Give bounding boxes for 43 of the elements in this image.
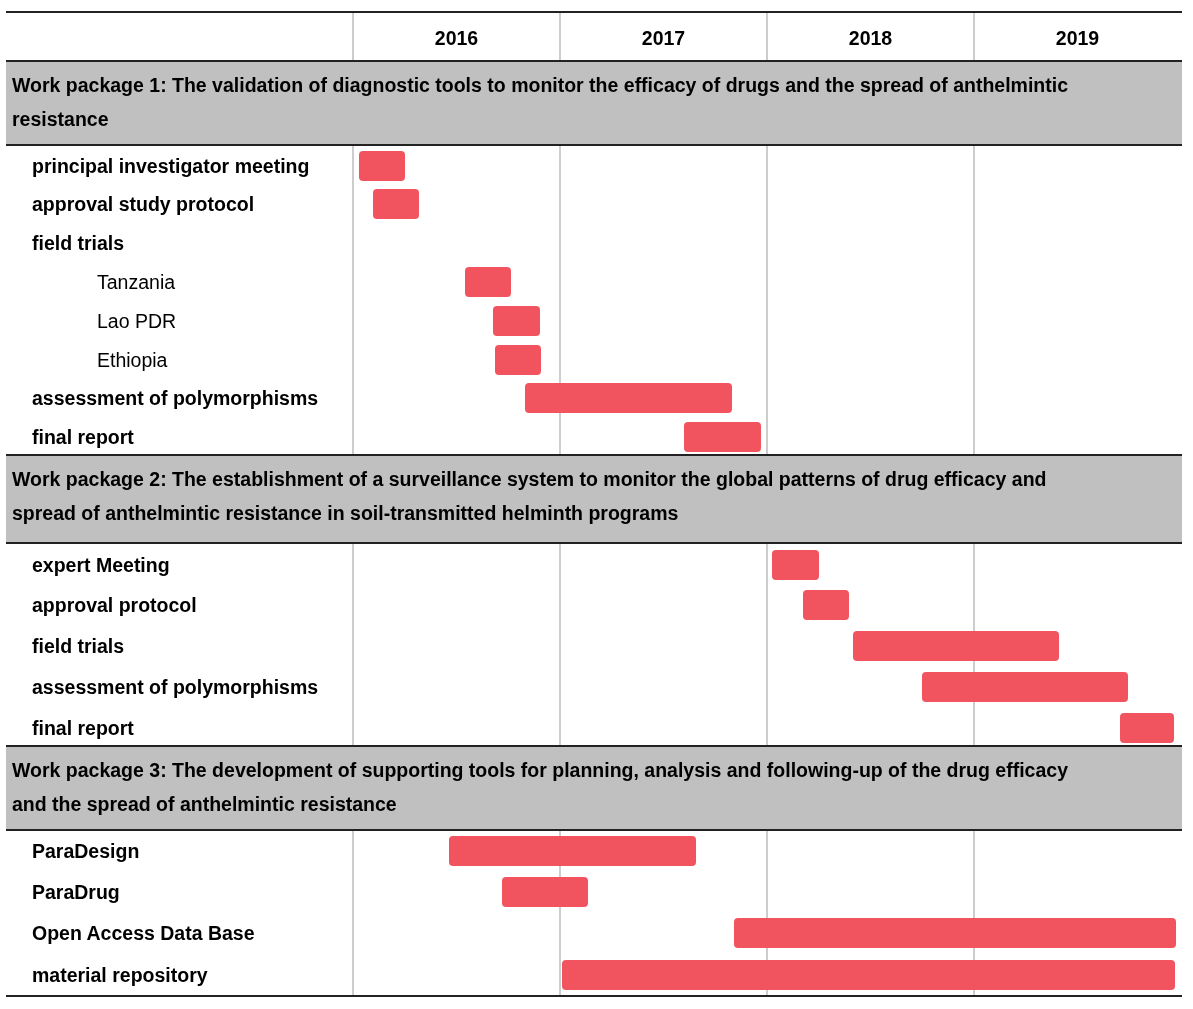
- country-name: Tanzania: [97, 270, 176, 294]
- gantt-bar: [449, 836, 696, 866]
- gantt-bar: [502, 877, 588, 907]
- task-name: material repository: [32, 963, 208, 987]
- task-name: Open Access Data Base: [32, 921, 255, 945]
- task-name: ParaDesign: [32, 839, 140, 863]
- work-package-heading: Work package 3: The development of supporting tools for planning, analysis and following-up of the drug efficacy and the spread of anthelmintic resistance: [12, 758, 1069, 817]
- task-name: ParaDrug: [32, 880, 120, 904]
- gantt-bar: [493, 306, 540, 336]
- year-header: 2016: [433, 26, 480, 50]
- gantt-bar: [684, 422, 761, 452]
- work-package-heading: Work package 2: The establishment of a surveillance system to monitor the global patterns of drug efficacy and spread of anthelmintic resistance in soil-transmitted helminth programs: [12, 467, 1048, 526]
- work-package-band: [6, 60, 1182, 146]
- year-header: 2018: [847, 26, 894, 50]
- task-name: assessment of polymorphisms: [32, 675, 319, 699]
- task-name: assessment of polymorphisms: [32, 386, 319, 410]
- gantt-bar: [562, 960, 1175, 990]
- task-name: final report: [32, 425, 134, 449]
- gantt-bar: [734, 918, 1176, 948]
- year-header: 2019: [1054, 26, 1101, 50]
- task-name: approval study protocol: [32, 192, 255, 216]
- country-name: Ethiopia: [97, 348, 168, 372]
- task-name: final report: [32, 716, 134, 740]
- work-package-heading: Work package 1: The validation of diagnostic tools to monitor the efficacy of drugs and the spread of anthelmintic resistance: [12, 73, 1070, 132]
- task-name: field trials: [32, 634, 125, 658]
- gantt-bar: [853, 631, 1059, 661]
- gantt-bar: [803, 590, 849, 620]
- work-package-band: [6, 745, 1182, 831]
- task-name: approval protocol: [32, 593, 197, 617]
- country-name: Lao PDR: [97, 309, 177, 333]
- gantt-bar: [465, 267, 511, 297]
- task-name: principal investigator meeting: [32, 154, 310, 178]
- gantt-bar: [1120, 713, 1174, 743]
- gantt-bar: [373, 189, 419, 219]
- work-package-band: [6, 454, 1182, 544]
- task-name: field trials: [32, 231, 125, 255]
- gantt-bar: [772, 550, 819, 580]
- gantt-bar: [359, 151, 405, 181]
- gantt-bar: [525, 383, 732, 413]
- gantt-bar: [922, 672, 1128, 702]
- gantt-bar: [495, 345, 541, 375]
- task-name: expert Meeting: [32, 553, 170, 577]
- year-header: 2017: [640, 26, 687, 50]
